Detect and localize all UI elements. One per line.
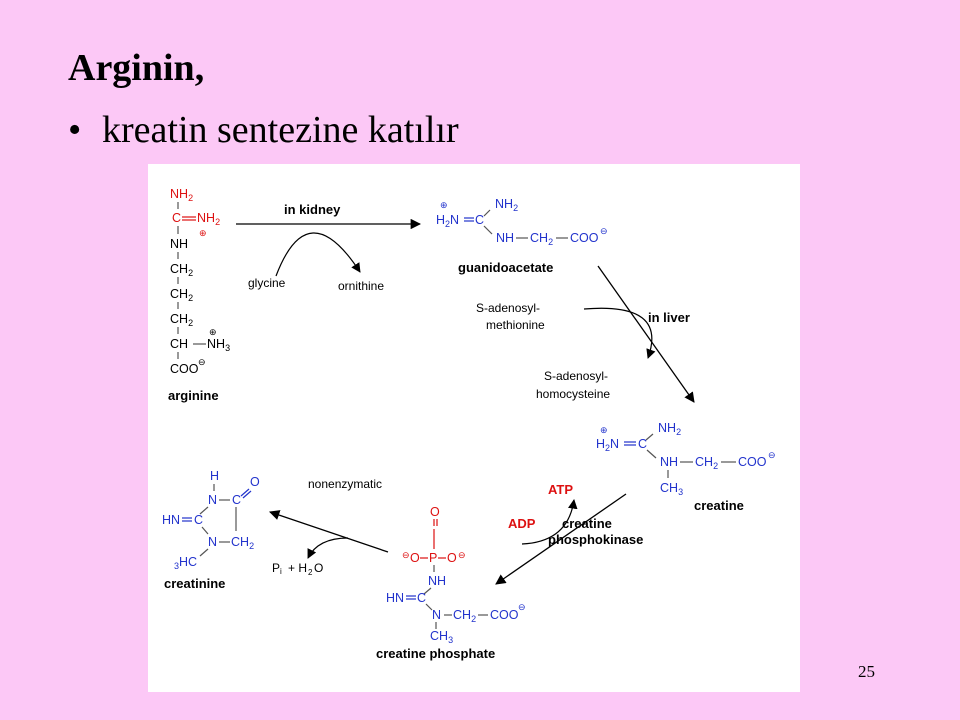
pi-water-arrow	[307, 537, 349, 559]
svg-text:COO: COO	[570, 231, 599, 245]
svg-text:O: O	[430, 505, 440, 519]
creatine-phosphate-structure: O ⊖ O P O ⊖ NH HN C N CH2 COO ⊖ CH3	[386, 505, 526, 645]
svg-text:NH: NH	[496, 231, 514, 245]
creatinine-structure: H N C O HN C N CH2 3HC	[162, 469, 260, 571]
svg-text:COO: COO	[738, 455, 767, 469]
sam-label-1: S-adenosyl-	[476, 301, 540, 315]
svg-text:C: C	[638, 437, 647, 451]
svg-text:+ H: + H	[288, 561, 307, 575]
svg-text:CH3: CH3	[430, 629, 453, 645]
svg-text:N: N	[208, 493, 217, 507]
ck-label-2: phosphokinase	[548, 532, 643, 547]
svg-text:⊕: ⊕	[440, 200, 448, 210]
svg-text:NH3: NH3	[207, 337, 230, 353]
slide-title: Arginin,	[68, 47, 205, 89]
svg-text:P: P	[272, 561, 280, 575]
svg-text:CH2: CH2	[231, 535, 254, 551]
svg-text:⊕: ⊕	[600, 425, 608, 435]
bullet-item: • kreatin sentezine katılır	[68, 108, 459, 152]
sam-label-2: methionine	[486, 318, 545, 332]
glycine-label: glycine	[248, 276, 286, 290]
adp-atp-arrow	[521, 499, 578, 545]
guanidoacetate-structure: ⊕ NH2 H2N C NH CH2 COO ⊖	[436, 197, 608, 247]
ornithine-label: ornithine	[338, 279, 384, 293]
nonenzymatic-arrow	[269, 510, 389, 553]
page-number: 25	[858, 662, 875, 681]
svg-text:N: N	[208, 535, 217, 549]
svg-text:NH: NH	[428, 574, 446, 588]
in-liver-label: in liver	[648, 310, 690, 325]
svg-text:⊖: ⊖	[458, 550, 466, 560]
creatine-structure: ⊕ NH2 H2N C NH CH2 COO ⊖ CH3	[596, 421, 776, 497]
arginine-label: arginine	[168, 388, 219, 403]
svg-text:O: O	[410, 551, 420, 565]
creatinine-label: creatinine	[164, 576, 225, 591]
svg-text:HN: HN	[386, 591, 404, 605]
sam-sah-arrow	[583, 307, 656, 359]
adp-label: ADP	[508, 516, 536, 531]
glycine-ornithine-arrow	[275, 232, 361, 277]
svg-text:C: C	[417, 591, 426, 605]
diagram-background	[148, 164, 800, 692]
svg-text:⊖: ⊖	[402, 550, 410, 560]
svg-text:3HC: 3HC	[174, 555, 197, 571]
svg-text:NH2: NH2	[170, 187, 193, 203]
svg-text:2: 2	[308, 568, 313, 577]
svg-text:⊖: ⊖	[518, 602, 526, 612]
svg-text:NH: NH	[660, 455, 678, 469]
svg-text:C: C	[232, 493, 241, 507]
svg-text:i: i	[280, 567, 282, 576]
ck-label-1: creatine	[562, 516, 612, 531]
svg-text:CH2: CH2	[453, 608, 476, 624]
svg-text:⊖: ⊖	[600, 226, 608, 236]
svg-text:N: N	[432, 608, 441, 622]
liver-arrow	[597, 265, 695, 403]
svg-text:C: C	[475, 213, 484, 227]
bullet-text: kreatin sentezine katılır	[102, 109, 459, 151]
svg-text:NH2: NH2	[197, 211, 220, 227]
guanidoacetate-label: guanidoacetate	[458, 260, 553, 275]
svg-text:HN: HN	[162, 513, 180, 527]
svg-text:O: O	[314, 561, 323, 575]
arginine-structure: NH2 C NH2 ⊕ NH CH2 CH2 CH2 CH NH3 ⊕ COO …	[170, 187, 230, 376]
sah-label-1: S-adenosyl-	[544, 369, 608, 383]
svg-text:H2N: H2N	[596, 437, 619, 453]
svg-text:CH2: CH2	[170, 287, 193, 303]
phosphorylation-arrow	[495, 493, 627, 585]
bullet-marker: •	[68, 109, 82, 151]
svg-text:NH2: NH2	[495, 197, 518, 213]
svg-text:COO: COO	[170, 362, 199, 376]
svg-text:NH2: NH2	[658, 421, 681, 437]
svg-text:⊕: ⊕	[199, 228, 207, 238]
creatine-phosphate-label: creatine phosphate	[376, 646, 495, 661]
svg-text:⊖: ⊖	[768, 450, 776, 460]
svg-text:CH2: CH2	[695, 455, 718, 471]
creatine-label: creatine	[694, 498, 744, 513]
sah-label-2: homocysteine	[536, 387, 610, 401]
svg-text:CH2: CH2	[170, 312, 193, 328]
svg-text:CH2: CH2	[170, 262, 193, 278]
svg-text:CH2: CH2	[530, 231, 553, 247]
svg-text:CH3: CH3	[660, 481, 683, 497]
nonenzymatic-label: nonenzymatic	[308, 477, 382, 491]
in-kidney-label: in kidney	[284, 202, 341, 217]
svg-text:⊖: ⊖	[198, 357, 206, 367]
pi-water-products: P i + H 2 O	[272, 561, 323, 577]
svg-text:O: O	[250, 475, 260, 489]
svg-text:O: O	[447, 551, 457, 565]
svg-text:CH: CH	[170, 337, 188, 351]
svg-text:COO: COO	[490, 608, 519, 622]
svg-text:H: H	[210, 469, 219, 483]
svg-text:NH: NH	[170, 237, 188, 251]
creatine-synthesis-diagram: NH2 C NH2 ⊕ NH CH2 CH2 CH2 CH NH3 ⊕ COO …	[148, 164, 800, 692]
svg-text:P: P	[429, 551, 437, 565]
atp-label: ATP	[548, 482, 573, 497]
svg-text:C: C	[172, 211, 181, 225]
svg-text:C: C	[194, 513, 203, 527]
svg-text:⊕: ⊕	[209, 327, 217, 337]
svg-text:H2N: H2N	[436, 213, 459, 229]
